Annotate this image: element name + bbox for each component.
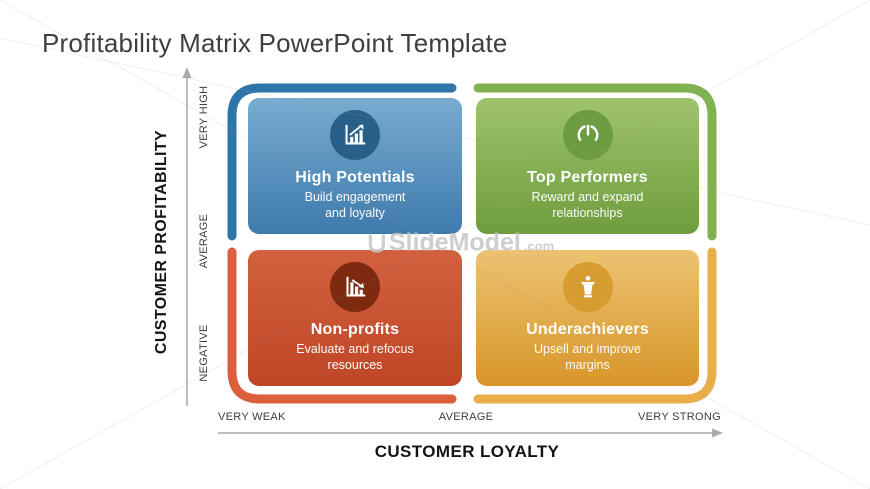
y-tick-very-high: VERY HIGH (198, 85, 210, 149)
podium-speaker-icon (562, 262, 613, 312)
y-axis-title: CUSTOMER PROFITABILITY (153, 129, 170, 355)
growth-bar-chart-icon (330, 110, 380, 160)
quadrant-non-profits: Non-profits Evaluate and refocus resourc… (248, 250, 462, 386)
x-tick-average: AVERAGE (438, 411, 494, 423)
x-axis-arrowhead (712, 428, 723, 438)
quadrant-top-performers: Top Performers Reward and expand relatio… (476, 98, 699, 234)
quadrant-title: Non-profits (310, 321, 400, 338)
y-axis-arrowhead (182, 67, 192, 78)
gauge-icon (562, 110, 613, 160)
quadrant-description: Upsell and improve margins (534, 342, 641, 372)
y-tick-average: AVERAGE (198, 213, 210, 269)
page-title: Profitability Matrix PowerPoint Template (42, 28, 508, 58)
quadrant-underachievers: Underachievers Upsell and improve margin… (476, 250, 699, 386)
decline-bar-chart-icon (330, 262, 380, 312)
quadrant-description: Reward and expand relationships (531, 190, 644, 220)
y-tick-negative: NEGATIVE (198, 324, 210, 382)
quadrant-description: Evaluate and refocus resources (296, 342, 414, 372)
x-axis-title: CUSTOMER LOYALTY (374, 442, 560, 461)
x-tick-very-weak: VERY WEAK (218, 411, 286, 423)
quadrant-title: Underachievers (526, 321, 649, 338)
quadrant-title: Top Performers (527, 169, 648, 186)
quadrant-description: Build engagement and loyalty (304, 190, 406, 220)
quadrant-title: High Potentials (295, 169, 415, 186)
x-tick-very-strong: VERY STRONG (638, 411, 721, 423)
quadrant-high-potentials: High Potentials Build engagement and loy… (248, 98, 462, 234)
